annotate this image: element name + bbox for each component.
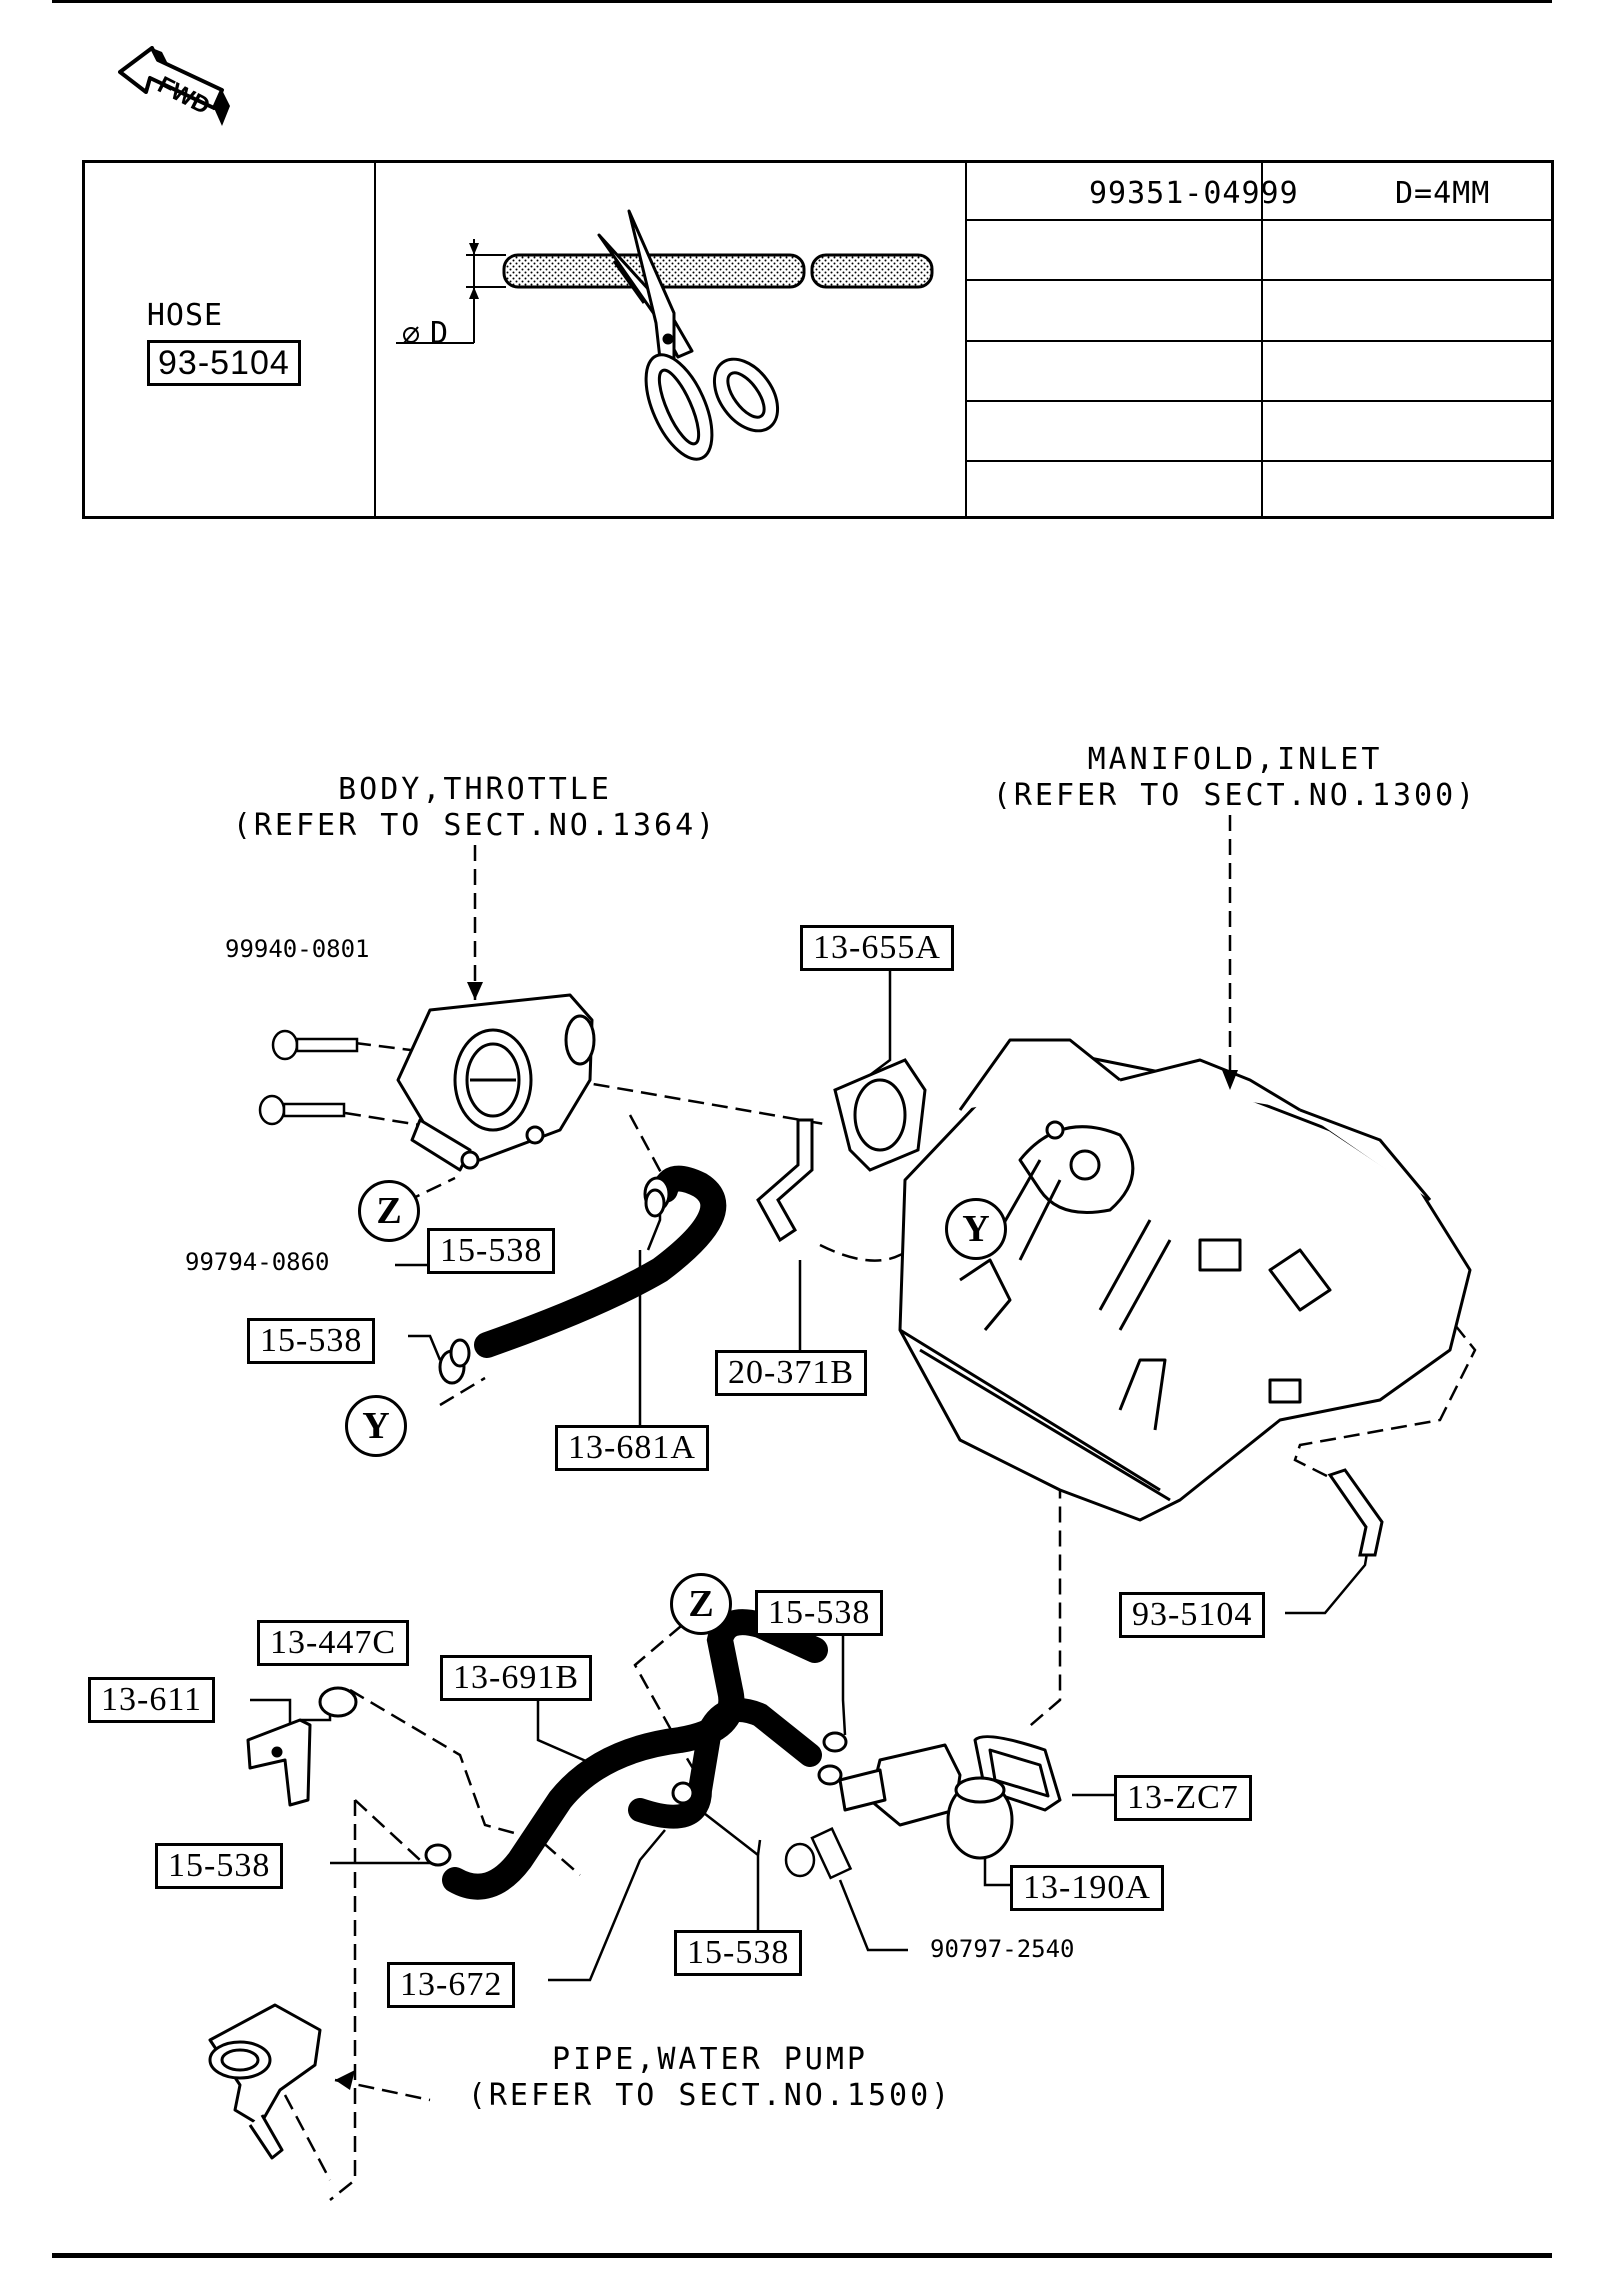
table-row-line	[965, 219, 1551, 221]
gasket-callout: 13-655A	[800, 925, 954, 971]
part-name: HOSE	[146, 298, 224, 333]
scissors-icon	[597, 209, 780, 461]
pipe-callout: 13-691B	[440, 1655, 592, 1701]
bolt-part-number: 99794-0860	[185, 1248, 330, 1276]
clamp-callout: 15-538	[247, 1318, 376, 1364]
table-divider	[374, 163, 376, 516]
table-divider	[1261, 163, 1263, 516]
bolt-part-number: 99940-0801	[225, 935, 370, 963]
throttle-body-name: BODY,THROTTLE	[338, 772, 612, 807]
intake-manifold-drawing	[898, 1038, 1472, 1522]
part-number-box: 93-5104	[147, 340, 301, 386]
hose-callout: 13-672	[387, 1962, 516, 2008]
spec-size: D=4MM	[1395, 176, 1491, 211]
elbow-hose-callout: 20-371B	[715, 1350, 867, 1396]
throttle-hose-drawing	[438, 1165, 727, 1385]
top-rule	[52, 0, 1552, 3]
spec-part-number: 99351-04999	[1089, 176, 1299, 211]
housing-callout: 13-190A	[1010, 1865, 1164, 1911]
z-marker: Z	[670, 1573, 732, 1635]
manifold-name: MANIFOLD,INLET	[1087, 742, 1383, 777]
clamp-callout: 15-538	[427, 1228, 556, 1274]
bolt-part-number: 90797-2540	[930, 1935, 1075, 1963]
table-row-line	[965, 400, 1551, 402]
z-marker: Z	[358, 1180, 420, 1242]
fwd-arrow-icon: FWD	[118, 46, 236, 138]
table-row-line	[965, 460, 1551, 462]
throttle-body-reference: (REFER TO SECT.NO.1364)	[232, 808, 718, 843]
clamps-drawing	[424, 1188, 848, 1867]
table-row-line	[965, 279, 1551, 281]
bolts-drawing	[258, 1029, 853, 1880]
clamp-callout: 15-538	[674, 1930, 803, 1976]
manifold-hose-callout: 93-5104	[1119, 1592, 1266, 1638]
y-marker: Y	[345, 1395, 407, 1457]
water-pipe-drawing	[442, 1609, 828, 1900]
bracket-drawing	[246, 1686, 358, 1807]
housing-gasket-callout: 13-ZC7	[1114, 1775, 1252, 1821]
water-pump-pipe-drawing	[208, 2003, 322, 2160]
hose-callout: 13-681A	[555, 1425, 709, 1471]
manifold-hose-drawing	[1327, 1468, 1384, 1557]
clamp-callout: 15-538	[755, 1590, 884, 1636]
direction-arrows	[335, 982, 1238, 2090]
water-pump-reference: (REFER TO SECT.NO.1500)	[467, 2078, 953, 2113]
manifold-reference: (REFER TO SECT.NO.1300)	[992, 778, 1478, 813]
bracket-cap-callout: 13-447C	[257, 1620, 409, 1666]
water-pump-name: PIPE,WATER PUMP	[552, 2042, 868, 2077]
table-row-line	[965, 340, 1551, 342]
table-divider	[965, 163, 967, 516]
elbow-hose-drawing	[756, 1118, 814, 1243]
bracket-callout: 13-611	[88, 1677, 216, 1723]
hose-cutting-illustration: D	[396, 209, 934, 461]
throttle-body-drawing	[396, 993, 596, 1172]
y-marker: Y	[945, 1198, 1007, 1260]
hose-spec-table: HOSE 93-5104 99351-04999 D=4MM D	[82, 160, 1554, 519]
thermostat-housing-drawing	[838, 1735, 1062, 1860]
dimension-d-label: D	[430, 316, 448, 351]
clamp-callout: 15-538	[155, 1843, 284, 1889]
bottom-rule	[52, 2253, 1552, 2258]
gasket-throttle-drawing	[833, 1058, 927, 1172]
